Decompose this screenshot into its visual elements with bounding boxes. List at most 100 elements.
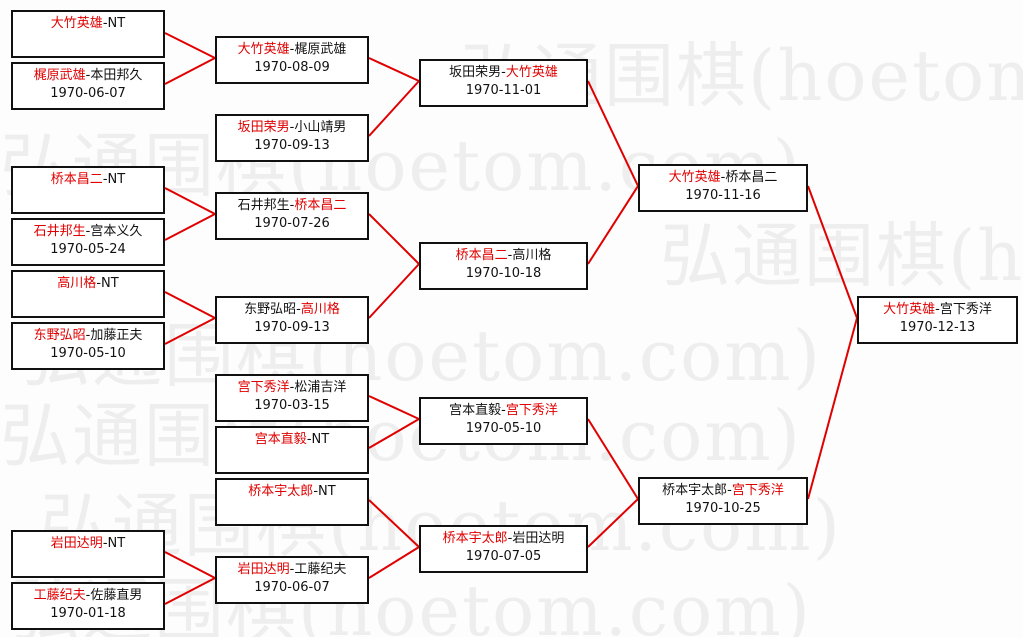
match-box: 大竹英雄-NT <box>11 10 165 58</box>
connector-line <box>587 80 639 187</box>
player-2: 高川格 <box>512 248 552 263</box>
player-2: 加藤正夫 <box>90 328 143 343</box>
separator: - <box>935 302 940 317</box>
player-1: 坂田荣男 <box>449 65 502 80</box>
player-2: 桥本昌二 <box>294 198 347 213</box>
match-players: 东野弘昭-加藤正夫 <box>13 327 163 345</box>
separator: - <box>102 172 108 187</box>
match-date: 1970-09-13 <box>254 138 330 153</box>
separator: - <box>501 403 506 418</box>
separator: - <box>289 198 295 213</box>
match-date: 1970-07-26 <box>254 216 330 231</box>
separator: - <box>289 380 295 395</box>
player-2: 高川格 <box>300 302 340 317</box>
match-players: 石井邦生-桥本昌二 <box>217 197 367 215</box>
player-1: 大竹英雄 <box>668 170 721 185</box>
match-players: 桥本宇太郎-岩田达明 <box>421 530 586 548</box>
connector-line <box>368 546 420 579</box>
player-1: 岩田达明 <box>50 536 103 551</box>
connector-line <box>368 499 420 548</box>
player-1: 大竹英雄 <box>237 42 290 57</box>
player-2: 小山靖男 <box>294 120 347 135</box>
connector-line <box>368 418 420 449</box>
connector-line <box>164 317 216 345</box>
match-date: 1970-07-05 <box>465 549 542 564</box>
player-1: 桥本宇太郎 <box>442 531 508 546</box>
separator: - <box>85 224 91 239</box>
player-2: 宫本义久 <box>90 224 143 239</box>
match-date: 1970-09-13 <box>254 320 330 335</box>
watermark: 弘通围棋(hoetom.com) <box>660 215 1023 297</box>
player-1: 桥本昌二 <box>50 172 103 187</box>
match-box: 宫本直毅-NT <box>215 426 369 474</box>
player-1: 工藤纪夫 <box>33 588 86 603</box>
player-2: 宫下秀洋 <box>939 302 992 317</box>
separator: - <box>102 16 108 31</box>
player-1: 宫下秀洋 <box>237 380 290 395</box>
separator: - <box>102 536 108 551</box>
match-box: 桥本宇太郎-NT <box>215 478 369 526</box>
connector-line <box>807 185 858 319</box>
connector-line <box>164 291 216 319</box>
player-2: 松浦吉洋 <box>294 380 347 395</box>
connector-line <box>164 187 216 215</box>
player-2: NT <box>107 172 126 187</box>
match-date: 1970-10-18 <box>465 266 542 281</box>
connector-line <box>587 185 639 265</box>
match-date: 1970-06-07 <box>254 580 330 595</box>
connector-line <box>164 577 216 605</box>
connector-line <box>587 498 639 548</box>
player-1: 东野弘昭 <box>33 328 86 343</box>
player-2: 工藤纪夫 <box>294 562 347 577</box>
match-players: 宫下秀洋-松浦吉洋 <box>217 379 367 397</box>
separator: - <box>501 65 506 80</box>
separator: - <box>96 276 102 291</box>
watermark: 弘通围棋(hoetom.com) <box>0 395 802 477</box>
connector-line <box>368 57 420 82</box>
connector-line <box>368 80 420 137</box>
match-players: 桥本昌二-高川格 <box>421 247 586 265</box>
player-2: 桥本昌二 <box>725 170 778 185</box>
match-players: 大竹英雄-宫下秀洋 <box>859 301 1016 319</box>
match-players: 岩田达明-NT <box>13 535 163 553</box>
match-date: 1970-03-15 <box>254 398 330 413</box>
match-players: 大竹英雄-梶原武雄 <box>217 41 367 59</box>
match-players: 桥本宇太郎-NT <box>217 483 367 501</box>
match-box: 高川格-NT <box>11 270 165 318</box>
match-players: 大竹英雄-NT <box>13 15 163 33</box>
match-players: 桥本昌二-NT <box>13 171 163 189</box>
match-date: 1970-05-10 <box>465 421 542 436</box>
match-players: 工藤纪夫-佐藤直男 <box>13 587 163 605</box>
separator: - <box>289 120 295 135</box>
separator: - <box>727 483 732 498</box>
separator: - <box>507 248 513 263</box>
player-1: 梶原武雄 <box>33 68 86 83</box>
match-players: 桥本宇太郎-宫下秀洋 <box>640 482 806 500</box>
player-2: NT <box>107 16 126 31</box>
player-1: 石井邦生 <box>33 224 86 239</box>
player-2: 宫下秀洋 <box>505 403 558 418</box>
connector-line <box>164 551 216 579</box>
match-date: 1970-08-09 <box>254 60 330 75</box>
separator: - <box>296 302 301 317</box>
match-date: 1970-01-18 <box>50 606 126 621</box>
match-players: 高川格-NT <box>13 275 163 293</box>
connector-line <box>587 418 639 500</box>
match-date: 1970-10-25 <box>685 501 761 516</box>
match-players: 坂田荣男-大竹英雄 <box>421 64 586 82</box>
